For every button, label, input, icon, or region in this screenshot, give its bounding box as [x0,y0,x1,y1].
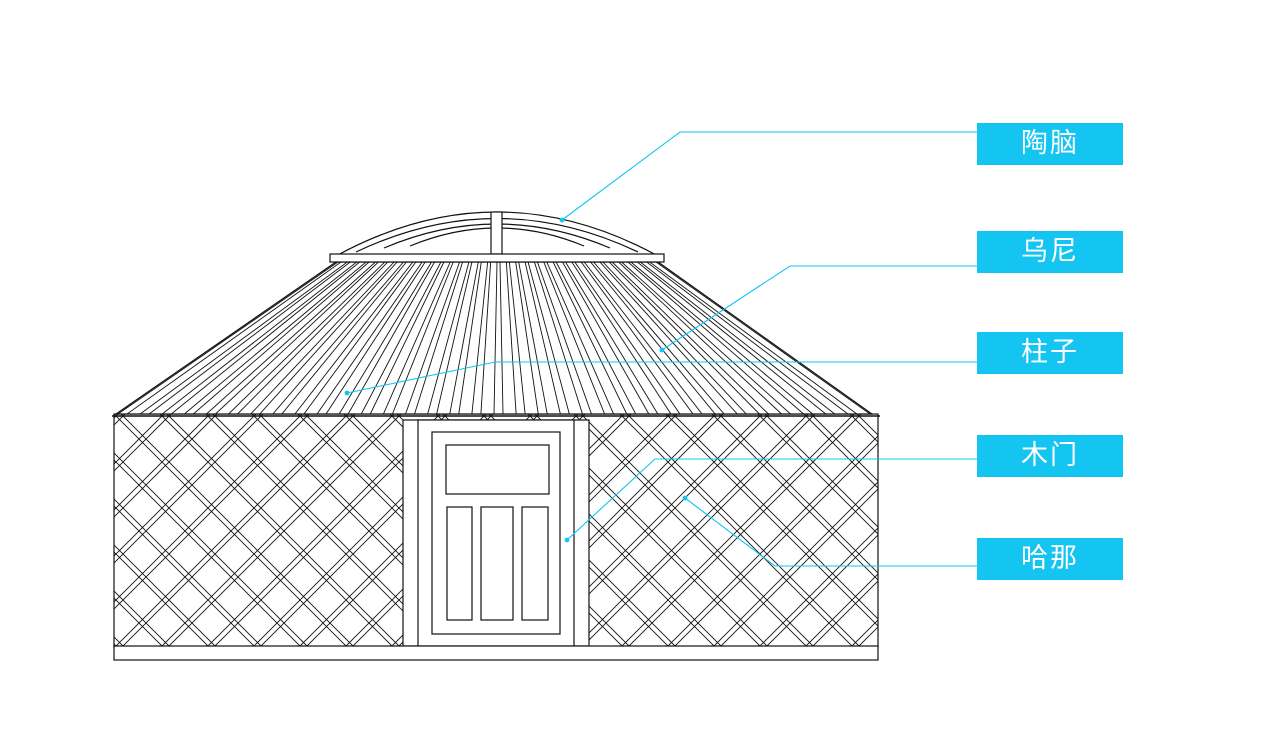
roof-crown [329,211,665,263]
yurt-base [113,645,879,661]
label-door: 木门 [977,435,1123,477]
leader-dot-toono [559,217,565,223]
callout-leaders [346,131,978,567]
leader-toono [561,131,978,221]
leader-pillar [346,361,978,394]
label-toono: 陶脑 [977,123,1123,165]
label-pillar: 柱子 [977,332,1123,374]
leader-dot-khana [682,495,688,501]
leader-dot-uni [659,347,665,353]
leader-dot-door [564,537,570,543]
leader-dot-pillar [344,390,350,396]
roof-poles [112,261,880,417]
label-uni: 乌尼 [977,231,1123,273]
leader-khana [684,497,978,567]
leader-uni [661,265,978,351]
wooden-door [402,419,590,647]
leader-door [566,458,978,541]
label-khana: 哈那 [977,538,1123,580]
